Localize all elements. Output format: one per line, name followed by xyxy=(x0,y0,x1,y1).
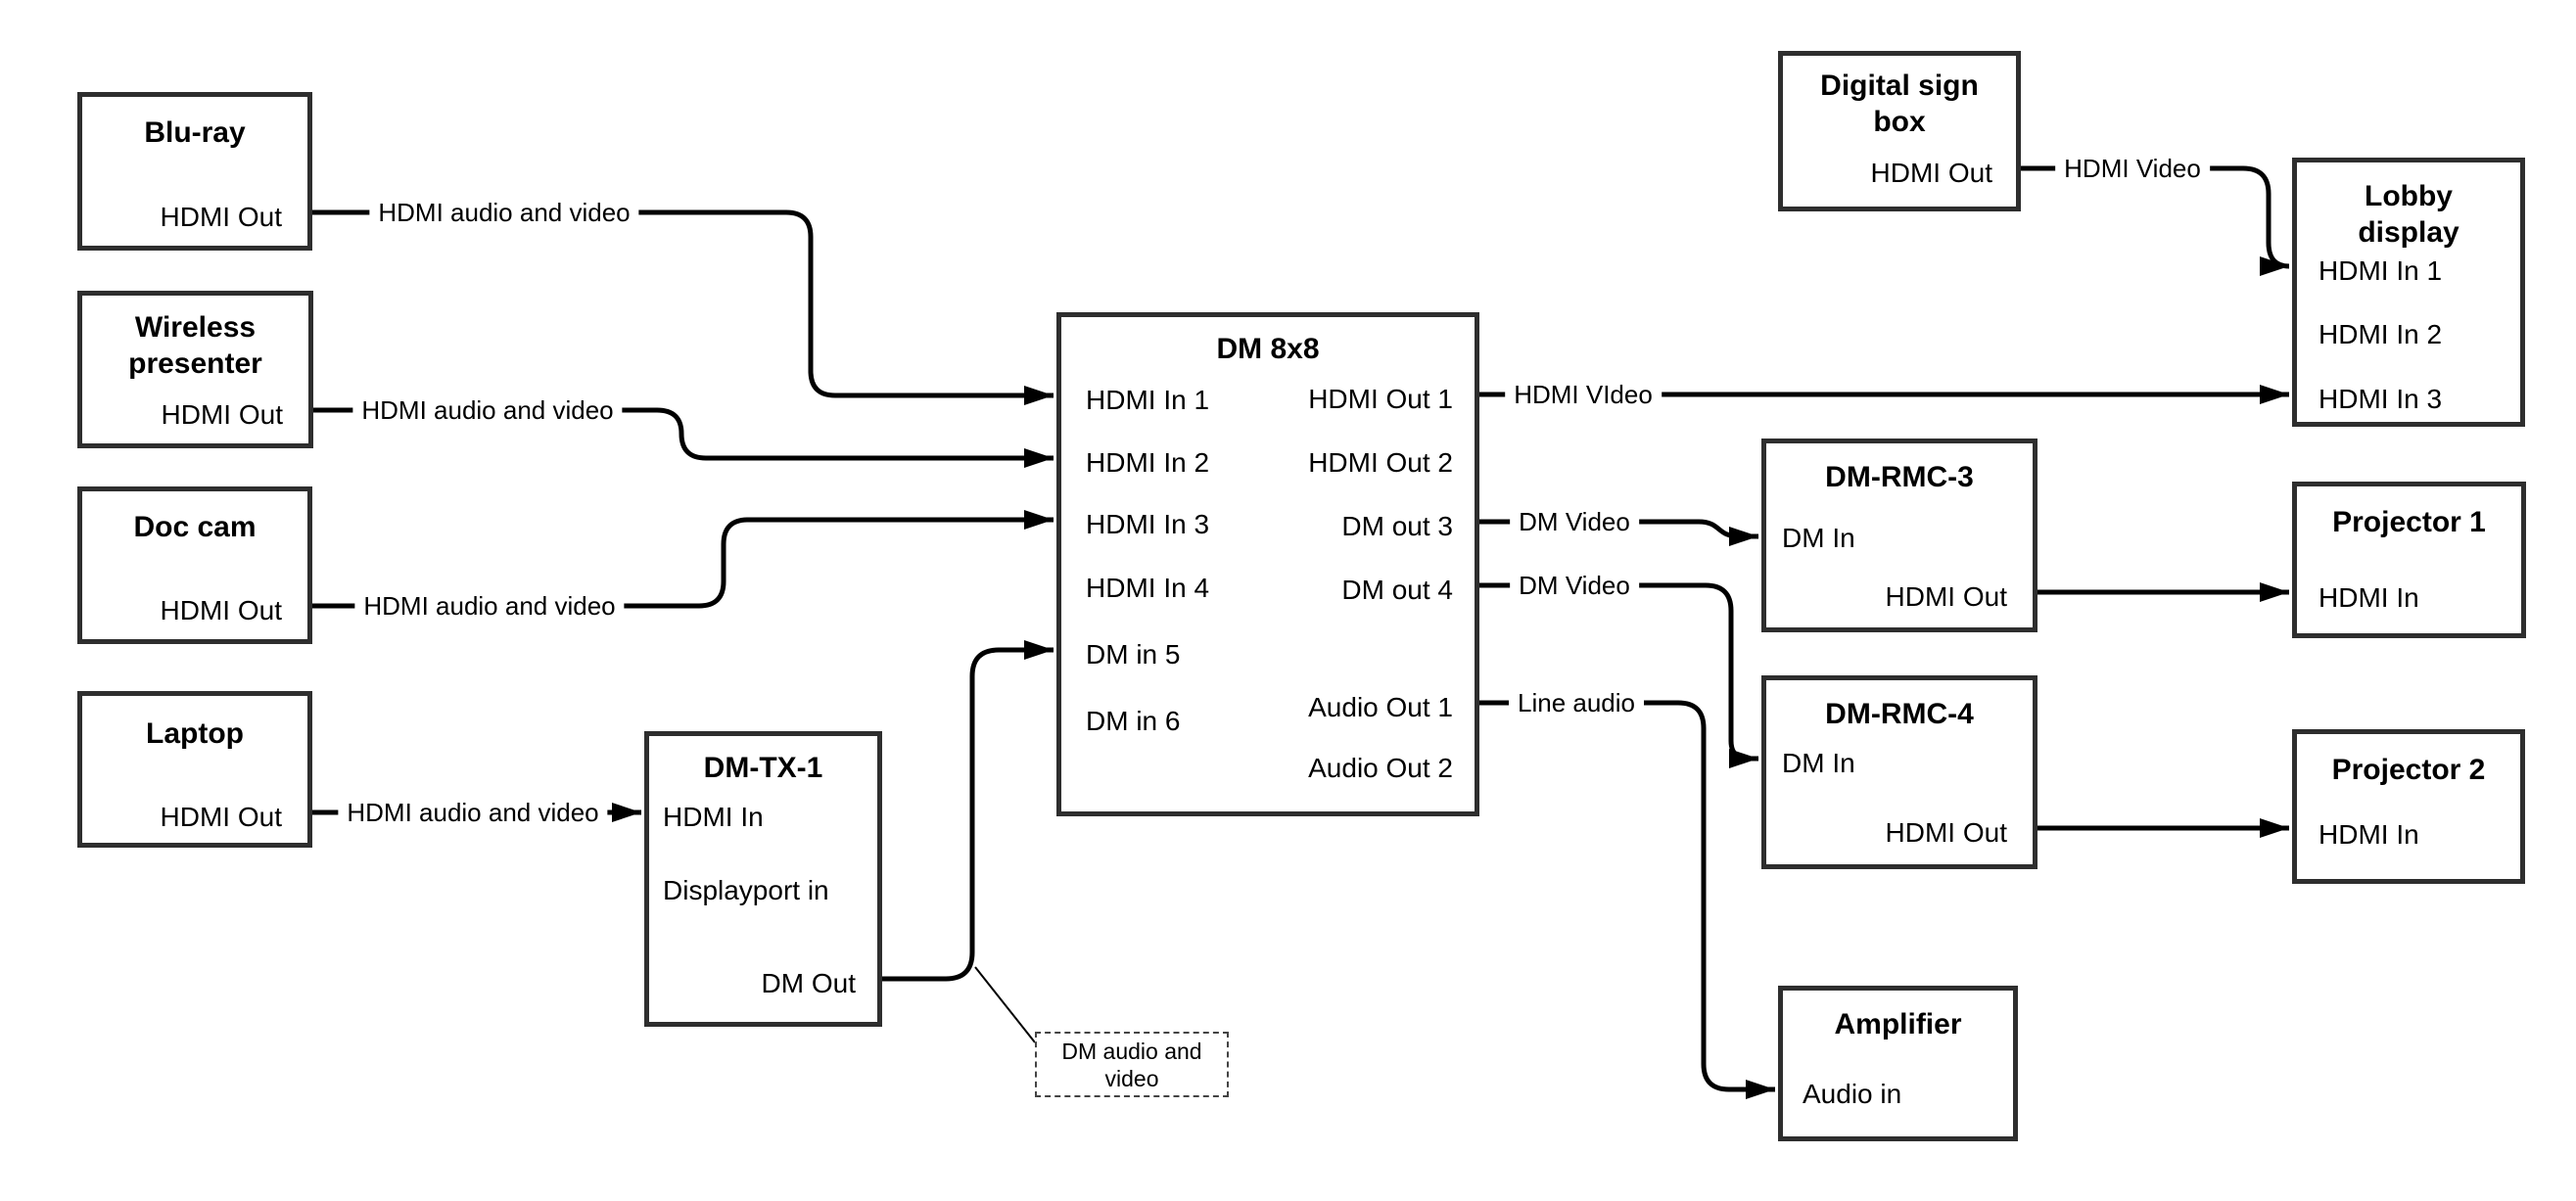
port-hdmi-out: HDMI Out xyxy=(160,595,282,625)
node-amplifier: Amplifier Audio in xyxy=(1778,986,2018,1141)
node-title: Projector 2 xyxy=(2331,754,2486,786)
port-hdmi-in-3: HDMI In 3 xyxy=(1086,509,1210,539)
node-lobby-display: Lobby display HDMI In 1 HDMI In 2 HDMI I… xyxy=(2292,158,2525,427)
wire-bluray-to-dm8x8-in1 xyxy=(312,209,1054,405)
node-doc-cam: Doc cam HDMI Out xyxy=(77,486,312,644)
port-hdmi-out: HDMI Out xyxy=(160,202,282,232)
node-title: Amplifier xyxy=(1834,1008,1962,1040)
wire-label-hdmi-audio-and-video: HDMI audio and video xyxy=(354,591,625,621)
node-title: DM-TX-1 xyxy=(703,752,823,784)
port-hdmi-out: HDMI Out xyxy=(1870,158,1992,188)
port-hdmi-in: HDMI In xyxy=(663,802,764,832)
wire-dmtx1-to-dm8x8-in5 xyxy=(882,640,1054,982)
node-blu-ray: Blu-ray HDMI Out xyxy=(77,92,312,251)
port-hdmi-in: HDMI In xyxy=(2318,582,2419,613)
wire-label-hdmi-audio-and-video: HDMI audio and video xyxy=(369,198,639,227)
node-title: Projector 1 xyxy=(2332,506,2486,538)
port-hdmi-out: HDMI Out xyxy=(1885,817,2007,848)
port-dm-out-4: DM out 4 xyxy=(1341,575,1453,605)
wire-label-hdmi-video: HDMI VIdeo xyxy=(1505,380,1662,409)
port-audio-out-2: Audio Out 2 xyxy=(1308,753,1453,783)
wire-label-dm-video: DM Video xyxy=(1510,507,1639,536)
port-audio-in: Audio in xyxy=(1803,1079,1902,1109)
node-projector-2: Projector 2 HDMI In xyxy=(2292,729,2525,884)
node-wireless-presenter: Wireless presenter HDMI Out xyxy=(77,291,313,448)
wire-dm8x8-audio1-to-amplifier xyxy=(1479,700,1775,1099)
port-displayport-in: Displayport in xyxy=(663,875,829,905)
wire-label-dm-video: DM Video xyxy=(1510,571,1639,600)
port-hdmi-out-2: HDMI Out 2 xyxy=(1308,447,1453,478)
port-dm-out: DM Out xyxy=(761,968,856,998)
node-title: Doc cam xyxy=(133,511,257,543)
note-dm-audio-and-video: DM audio and video xyxy=(1035,1032,1229,1097)
port-dm-in-6: DM in 6 xyxy=(1086,706,1181,736)
port-hdmi-out: HDMI Out xyxy=(161,399,283,430)
wire-label-hdmi-audio-and-video: HDMI audio and video xyxy=(352,395,623,425)
port-dm-in-5: DM in 5 xyxy=(1086,639,1181,670)
wire-label-hdmi-video: HDMI Video xyxy=(2055,154,2210,183)
node-title: Blu-ray xyxy=(144,116,246,149)
node-digital-sign-box: Digital sign box HDMI Out xyxy=(1778,51,2021,211)
port-hdmi-in-3: HDMI In 3 xyxy=(2318,384,2443,414)
port-hdmi-in-4: HDMI In 4 xyxy=(1086,573,1210,603)
wire-label-line-audio: Line audio xyxy=(1509,688,1644,717)
wire-dm8x8-out3-to-rmc3 xyxy=(1479,519,1758,546)
node-title: DM-RMC-4 xyxy=(1825,698,1974,730)
note-callout-line xyxy=(974,966,1036,1043)
node-dm-rmc-3: DM-RMC-3 DM In HDMI Out xyxy=(1761,439,2037,632)
port-hdmi-in-2: HDMI In 2 xyxy=(2318,319,2443,349)
wire-wireless-to-dm8x8-in2 xyxy=(313,407,1054,468)
port-hdmi-in-1: HDMI In 1 xyxy=(2318,255,2443,286)
port-dm-in: DM In xyxy=(1782,523,1855,553)
node-laptop: Laptop HDMI Out xyxy=(77,691,312,848)
wire-signbox-to-lobby-in1 xyxy=(2021,165,2290,276)
wire-label-hdmi-audio-and-video: HDMI audio and video xyxy=(338,798,608,827)
port-dm-out-3: DM out 3 xyxy=(1341,511,1453,541)
wire-dm8x8-out4-to-rmc4 xyxy=(1479,582,1758,768)
port-dm-in: DM In xyxy=(1782,748,1855,778)
node-title: Wireless presenter xyxy=(128,311,262,380)
node-title: DM 8x8 xyxy=(1216,333,1320,365)
node-title: Digital sign box xyxy=(1820,69,1979,138)
node-projector-1: Projector 1 HDMI In xyxy=(2292,482,2526,638)
node-title: Lobby display xyxy=(2358,180,2459,249)
node-title: Laptop xyxy=(146,717,244,750)
node-dm-8x8-switcher: DM 8x8 HDMI In 1 HDMI In 2 HDMI In 3 HDM… xyxy=(1056,312,1479,816)
port-hdmi-out: HDMI Out xyxy=(1885,581,2007,612)
node-title: DM-RMC-3 xyxy=(1825,461,1974,493)
port-hdmi-out-1: HDMI Out 1 xyxy=(1308,384,1453,414)
node-dm-rmc-4: DM-RMC-4 DM In HDMI Out xyxy=(1761,675,2037,869)
port-hdmi-in: HDMI In xyxy=(2318,819,2419,850)
port-audio-out-1: Audio Out 1 xyxy=(1308,692,1453,722)
port-hdmi-in-1: HDMI In 1 xyxy=(1086,385,1210,415)
wire-doccam-to-dm8x8-in3 xyxy=(312,510,1054,609)
port-hdmi-in-2: HDMI In 2 xyxy=(1086,447,1210,478)
port-hdmi-out: HDMI Out xyxy=(160,802,282,832)
node-dm-tx-1: DM-TX-1 HDMI In Displayport in DM Out xyxy=(644,731,882,1027)
